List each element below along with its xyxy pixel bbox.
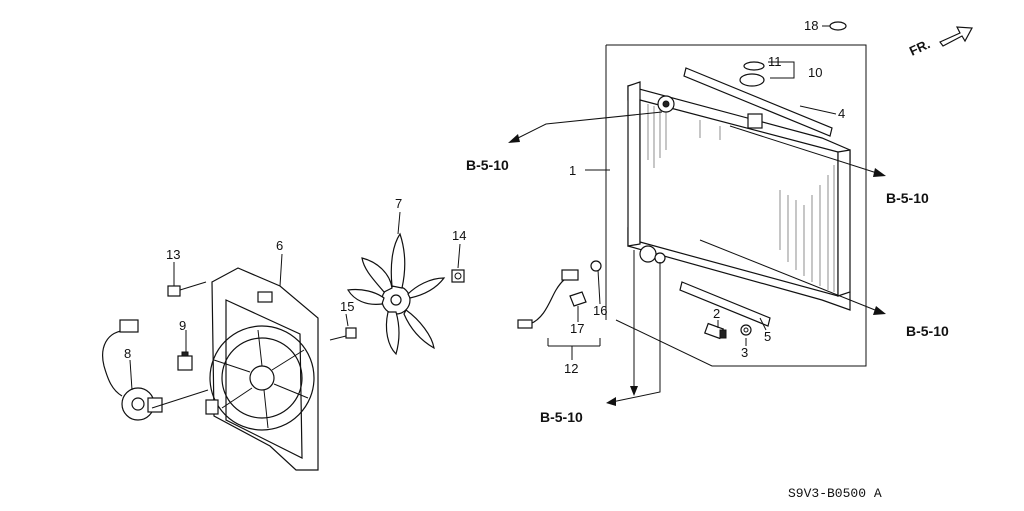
callout-6: 6: [276, 238, 283, 253]
part-7-fan: [347, 232, 446, 356]
part-14-nut: [451, 269, 465, 283]
ref-label-bottom: B-5-10: [540, 409, 583, 425]
part-10-11-cap: [739, 61, 795, 87]
diagram-code: S9V3-B0500 A: [788, 486, 882, 501]
callout-3: 3: [741, 345, 748, 360]
part-6-fan-shroud: [205, 267, 319, 471]
callout-labels: 1 2 3 4 5 6 7 8 9 10 11 12 13 14 15 16 1…: [124, 18, 845, 376]
part-2-drain-plug: [704, 322, 727, 340]
callout-12: 12: [564, 361, 578, 376]
part-5-lower-mount: [679, 281, 771, 327]
part-15-bolt: [329, 327, 357, 341]
callout-5: 5: [764, 329, 771, 344]
callout-14: 14: [452, 228, 466, 243]
part-4-upper-mount: [683, 67, 833, 137]
part-8-fan-motor: [102, 319, 163, 421]
part-12-hose-assembly: [517, 260, 602, 347]
callout-10: 10: [808, 65, 822, 80]
radiator-assembly-frame: [605, 44, 867, 367]
direction-label: FR.: [907, 36, 932, 58]
reference-labels: B-5-10 B-5-10 B-5-10 B-5-10: [466, 157, 949, 425]
reference-arrowheads: [508, 134, 886, 406]
part-18-clip: [822, 21, 847, 31]
radiator-fins: [647, 104, 835, 292]
callout-1: 1: [569, 163, 576, 178]
part-9-connector: [177, 351, 193, 371]
callout-8: 8: [124, 346, 131, 361]
radiator-core: [627, 81, 851, 311]
reference-arrows: [513, 111, 881, 403]
leader-lines: [129, 61, 837, 409]
callout-15: 15: [340, 299, 354, 314]
callout-9: 9: [179, 318, 186, 333]
callout-4: 4: [838, 106, 845, 121]
ref-label-lower-right: B-5-10: [906, 323, 949, 339]
callout-13: 13: [166, 247, 180, 262]
callout-18: 18: [804, 18, 818, 33]
callout-11: 11: [768, 54, 782, 69]
arrow-icon: [939, 26, 973, 47]
callout-2: 2: [713, 306, 720, 321]
callout-16: 16: [593, 303, 607, 318]
callout-7: 7: [395, 196, 402, 211]
ref-label-upper-right: B-5-10: [886, 190, 929, 206]
callout-17: 17: [570, 321, 584, 336]
ref-label-upper-left: B-5-10: [466, 157, 509, 173]
front-direction-arrow: FR.: [907, 26, 973, 59]
part-3-washer: [740, 324, 752, 336]
